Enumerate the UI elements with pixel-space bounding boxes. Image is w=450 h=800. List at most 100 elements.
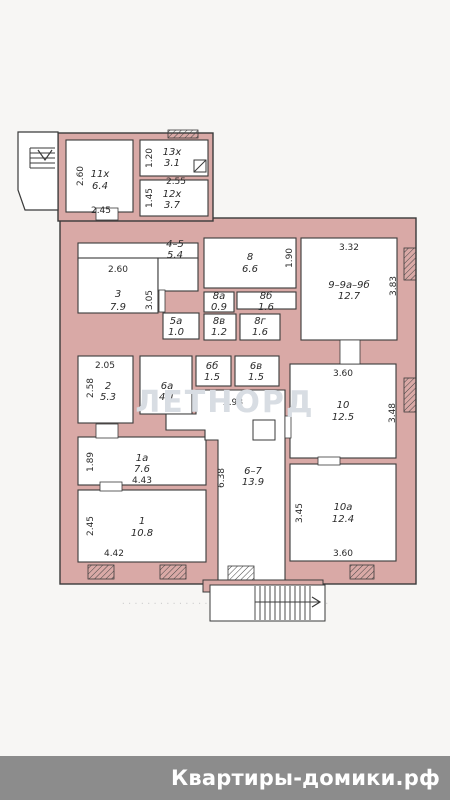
room-name: 1а [136,453,149,464]
dimension-label: 2.98 [223,398,243,408]
door-1 [99,481,123,492]
window-south-4 [227,565,255,581]
room-1a [77,436,207,486]
dimension-label: 6.38 [217,468,227,488]
dimension-label: 2.45 [91,206,111,216]
interior-niche [252,419,276,441]
room-area: 1.2 [211,327,227,338]
door-3 [158,289,166,313]
room-area: 7.6 [134,464,150,475]
room-8b [236,291,297,310]
room-name: 1 [139,516,145,527]
dimension-label: 1.45 [145,188,155,208]
room-area: 1.0 [168,327,184,338]
room-6v [234,355,280,387]
porch-arrow-icon [37,149,53,162]
window-east-1 [403,247,417,281]
room-name: 8в [213,316,225,327]
room-11x [65,139,134,213]
porch-steps [29,147,55,169]
room-name: 8 [247,252,253,263]
footer-site-name: Квартиры-домики.рф [171,766,440,790]
room-6a [139,355,193,415]
room-1 [77,489,207,563]
dimension-label: 3.48 [388,403,398,423]
door-10a [317,456,341,466]
doors [95,207,361,492]
room-10a [289,463,397,562]
room-6b [195,355,232,387]
room-name: 12x [163,189,182,200]
dimension-label: 4.42 [104,549,124,559]
room-name: 9–9а–9б [328,279,369,291]
room-area: 6.6 [242,264,258,275]
room-name: 5а [170,316,183,327]
room-area: 1.5 [204,372,220,383]
room-name: 3 [115,289,121,300]
room-8g [239,313,281,341]
room-area: 5.4 [167,250,183,261]
room-10 [289,363,397,459]
room-name: 6в [250,361,262,372]
porch-outline [17,131,59,211]
dimension-label: 1.90 [285,248,295,268]
room-4-5-lower [157,257,199,292]
room-area: 0.9 [211,302,227,313]
room-area: 12.5 [332,412,354,423]
south-stairs [209,584,326,622]
room-area: 12.7 [338,291,361,302]
room-area: 1.5 [248,372,264,383]
room-area: 3.1 [164,158,180,169]
room-3 [77,257,159,314]
dimension-label: 4.43 [132,476,152,486]
room-name: 8а [213,291,226,302]
dimension-label: 3.32 [339,243,359,253]
room-name: 10 [337,400,350,411]
room-9-9a-9b [300,237,398,341]
room-8v [203,313,237,341]
door-2 [95,423,119,439]
room-8a [203,291,235,313]
room-area: 3.7 [164,200,181,211]
door-9-10 [339,339,361,365]
room-area: 12.4 [332,514,354,525]
window-south-1 [87,564,115,580]
room-name: 13x [163,147,182,158]
stairs-arrow-icon [311,596,322,608]
room-name: 6а [161,381,174,392]
dimension-label: 3.83 [389,276,399,296]
room-area: 5.3 [100,392,116,403]
dimension-label: 1.89 [86,452,96,472]
north-porch [17,131,59,211]
room-name: 4–5 [166,239,184,250]
room-5a [162,312,200,340]
room-name: 2 [105,381,111,392]
room-name: 6–7 [244,466,262,477]
room-name: 11x [91,169,110,180]
watermark: ЛЕТНОРД [135,385,314,420]
dimension-label: 1.20 [145,148,155,168]
door-10 [284,415,292,439]
room-name: 8г [254,316,266,327]
room-name: 6б [206,360,219,372]
footer-banner: Квартиры-домики.рф [0,756,450,800]
dimension-label: 3.05 [145,290,155,310]
dimension-label: 2.58 [86,378,96,398]
dimension-label: 2.05 [95,361,115,371]
dimension-label: 2.60 [108,265,128,275]
window-north-1 [167,129,199,139]
dimension-label: 3.60 [333,549,353,559]
room-name: 8б [260,290,273,302]
window-south-3 [349,564,375,580]
floor-plan: · · · · · · · · · · · · · · · · · · · · … [17,129,417,622]
room-name: 10а [334,502,353,513]
dimension-labels: 2.60 2.45 1.20 2.55 1.45 1.90 3.32 3.83 … [76,148,399,559]
room-12x [139,179,209,217]
dimension-label: 3.60 [333,369,353,379]
dimension-label: 2.60 [76,166,86,186]
room-area: 10.8 [131,528,153,539]
window-south-2 [159,564,187,580]
dimension-label: 3.45 [295,503,305,523]
room-2 [77,355,134,424]
